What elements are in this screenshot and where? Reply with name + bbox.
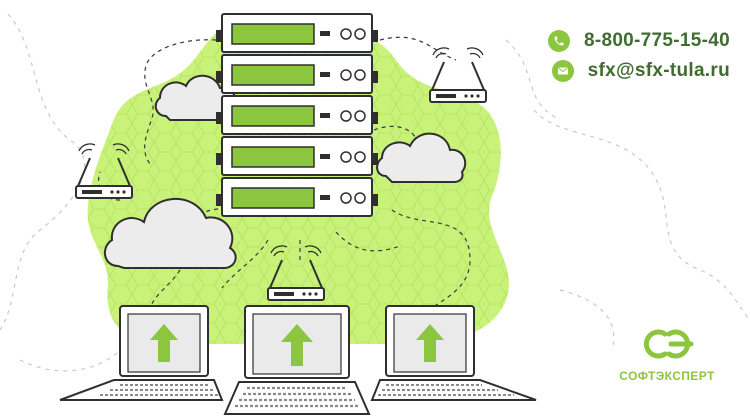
cloud-icon [103,197,237,269]
contact-phone[interactable]: 8-800-775-15-40 [547,30,730,52]
brand-name: СОФТЭКСПЕРТ [619,369,715,383]
laptop-icon [59,305,224,401]
laptop-icon [223,305,371,415]
phone-number[interactable]: 8-800-775-15-40 [583,30,730,51]
email-address[interactable]: sfx@sfx-tula.ru [587,60,730,81]
brand-logo: СОФТЭКСПЕРТ [612,326,722,383]
router-icon [429,46,487,103]
phone-icon [547,30,570,52]
softexpert-logo-icon [643,329,694,359]
contact-email[interactable]: sfx@sfx-tula.ru [551,60,730,82]
mail-icon [551,60,574,82]
laptop-icon [370,305,537,401]
cloud-icon [376,132,467,183]
server-rack [216,13,378,217]
